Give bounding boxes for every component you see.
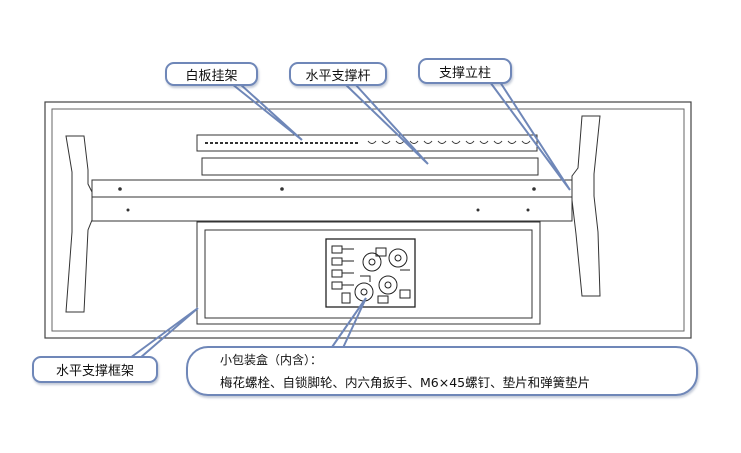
callout-support-column-label: 支撑立柱 — [438, 65, 491, 81]
small-package-box — [325, 238, 416, 308]
callout-horizontal-support-bar-label: 水平支撑杆 — [305, 68, 371, 84]
small-box-title: 小包装盒（内含）： — [220, 353, 323, 367]
right-leg — [571, 115, 601, 297]
callout-small-package-box: 小包装盒（内含）： 梅花螺栓、自锁脚轮、内六角扳手、M6×45螺钉、垫片和弹簧垫… — [186, 346, 698, 396]
horizontal-support-frame-inner — [204, 229, 533, 319]
inner-frame-outline — [51, 108, 685, 332]
callout-horizontal-support-frame-label: 水平支撑框架 — [55, 364, 134, 379]
callout-support-column: 支撑立柱 — [418, 58, 512, 84]
left-leg — [65, 135, 93, 313]
callout-whiteboard-rack: 白板挂架 — [165, 62, 258, 86]
whiteboard-rack — [196, 134, 538, 152]
callout-whiteboard-rack-label: 白板挂架 — [185, 68, 238, 84]
small-box-contents: 梅花螺栓、自锁脚轮、内六角扳手、M6×45螺钉、垫片和弹簧垫片 — [220, 375, 591, 390]
rack-hooks — [367, 140, 531, 144]
callout-horizontal-support-frame: 水平支撑框架 — [32, 356, 158, 383]
callout-pointers — [129, 81, 571, 359]
lower-beam — [91, 196, 573, 222]
outer-frame — [44, 101, 692, 339]
callout-horizontal-support-bar: 水平支撑杆 — [289, 62, 387, 86]
main-horizontal-beam — [91, 179, 573, 198]
small-package-parts — [331, 245, 411, 304]
horizontal-support-bar — [201, 157, 539, 176]
